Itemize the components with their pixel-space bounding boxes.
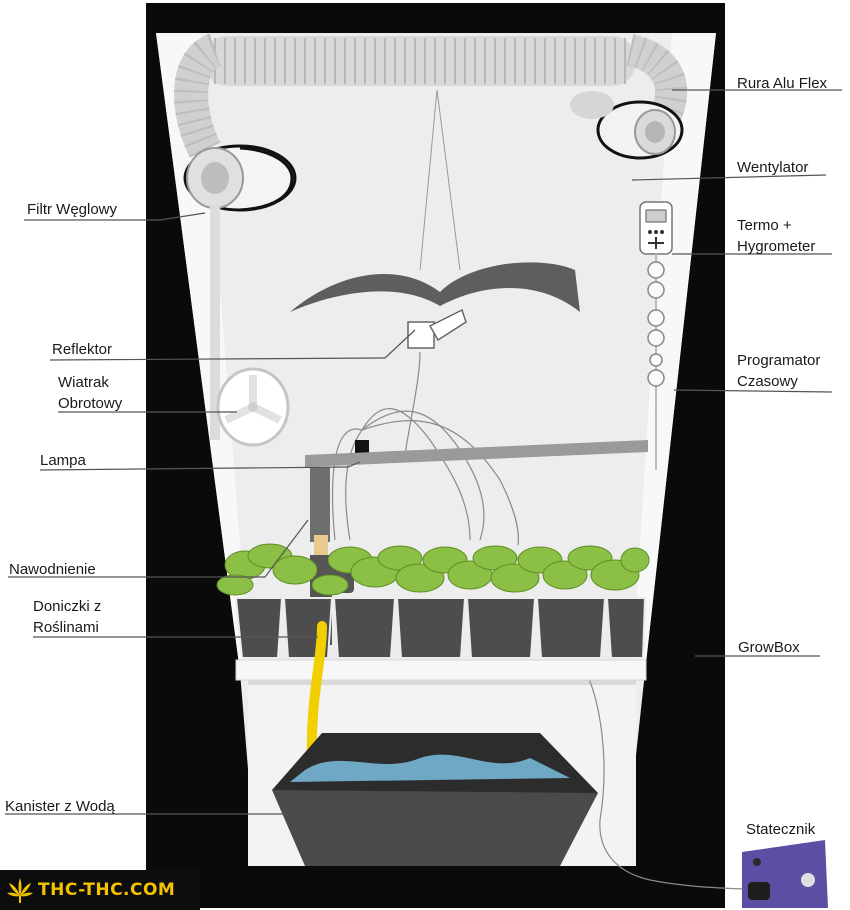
label-doniczki-line1: Doniczki z <box>33 598 102 615</box>
logo-text: THC-THC.COM <box>38 880 176 900</box>
thermo-hygrometer <box>639 201 673 255</box>
label-programator-line1: Programator <box>737 352 821 369</box>
carbon-filter <box>183 144 297 440</box>
label-doniczki-line2: Roślinami <box>33 619 99 636</box>
timer-power-strip <box>647 254 665 470</box>
ballast <box>742 840 828 908</box>
label-nawodnienie: Nawodnienie <box>9 561 96 578</box>
label-reflektor: Reflektor <box>52 341 113 358</box>
label-growbox: GrowBox <box>738 639 800 656</box>
label-termo-line2: Hygrometer <box>737 238 816 255</box>
exhaust-fan <box>570 91 684 160</box>
leader-lines <box>5 89 842 815</box>
label-doniczki-z-roslinami: Doniczki z Roślinami <box>33 596 101 638</box>
plant-pots <box>234 597 647 659</box>
water-canister <box>272 733 598 866</box>
power-cables <box>331 351 761 891</box>
reflector <box>290 89 580 312</box>
label-wiatrak-obrotowy: Wiatrak Obrotowy <box>58 372 122 414</box>
label-statecznik: Statecznik <box>746 821 816 838</box>
oscillating-fan <box>216 367 290 447</box>
label-wentylator: Wentylator <box>737 159 809 176</box>
lamp-socket <box>407 308 467 349</box>
label-lampa: Lampa <box>40 452 86 469</box>
label-wiatrak-line1: Wiatrak <box>58 374 109 391</box>
cannabis-leaf-icon <box>7 878 33 903</box>
flex-duct <box>174 33 688 158</box>
label-rura-alu-flex: Rura Alu Flex <box>737 75 828 92</box>
plants <box>216 543 650 596</box>
label-kanister-z-woda: Kanister z Wodą <box>5 798 115 815</box>
label-wiatrak-line2: Obrotowy <box>58 395 123 412</box>
label-filtr-weglowy: Filtr Węglowy <box>27 201 118 218</box>
plant-tray <box>235 659 647 681</box>
site-logo: THC-THC.COM <box>0 870 200 910</box>
tent-wall-shading <box>156 33 250 672</box>
label-termo-hygrometer: Termo + Hygrometer <box>737 215 815 257</box>
label-termo-line1: Termo + <box>737 217 792 234</box>
label-programator-czasowy: Programator Czasowy <box>737 350 820 392</box>
lamp-driver <box>355 440 369 454</box>
label-programator-line2: Czasowy <box>737 373 798 390</box>
